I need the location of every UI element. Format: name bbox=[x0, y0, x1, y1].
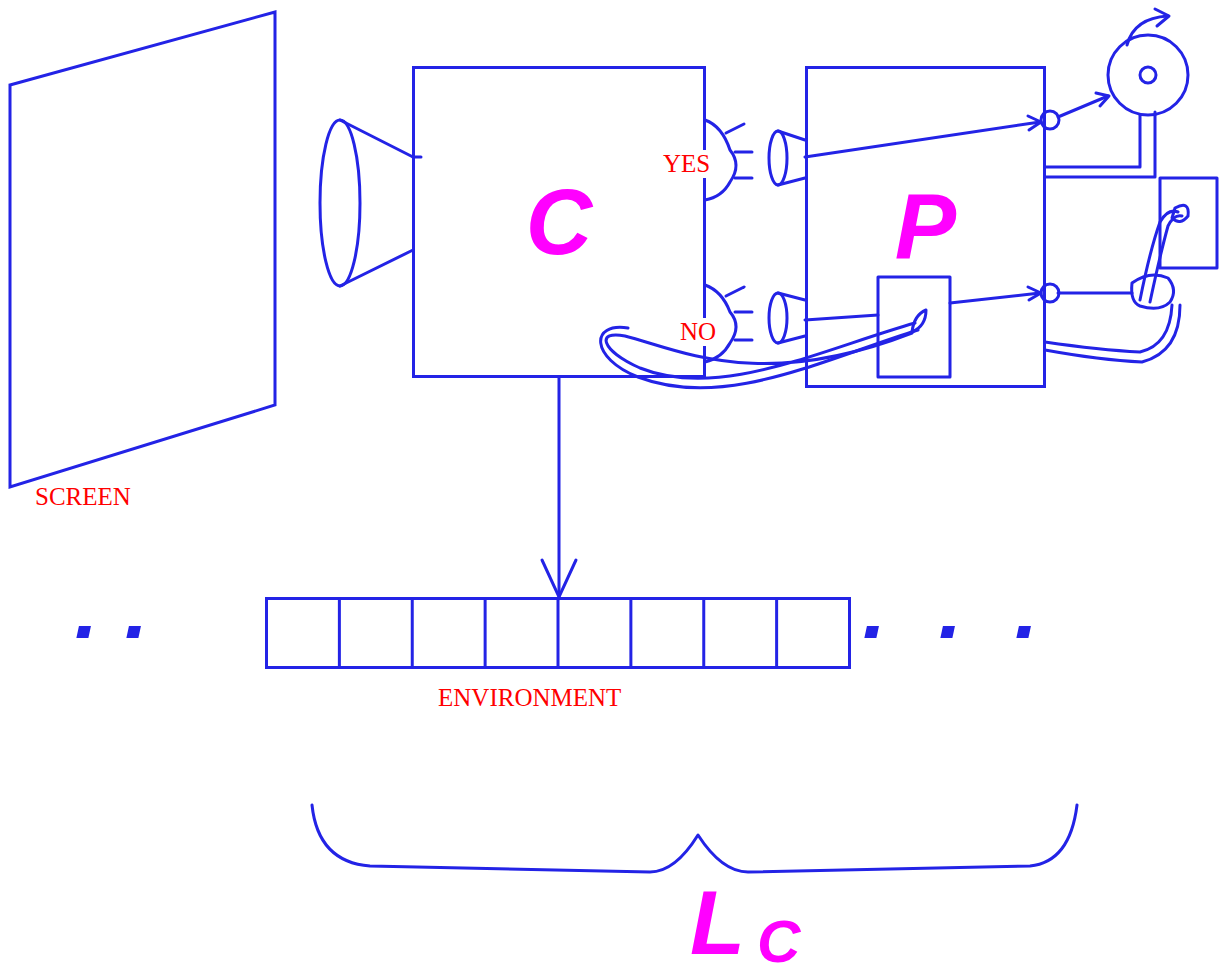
language-subscript: C bbox=[757, 912, 800, 972]
box-letter: P bbox=[895, 181, 956, 273]
box-letter: C bbox=[526, 176, 592, 268]
environment-label: ENVIRONMENT bbox=[438, 684, 621, 712]
language-symbol: L bbox=[690, 878, 745, 968]
arrow-connector bbox=[542, 378, 576, 597]
environment-tape: ENVIRONMENT bbox=[265, 597, 851, 669]
controller-box: C bbox=[412, 66, 706, 378]
no-signal: NO bbox=[679, 318, 717, 346]
processor-box: P bbox=[805, 66, 1046, 388]
screen-label: SCREEN bbox=[35, 483, 131, 511]
yes-signal: YES bbox=[662, 150, 711, 178]
screen-outline bbox=[8, 10, 280, 515]
tape-cells bbox=[265, 597, 851, 669]
screen-panel: SCREEN bbox=[8, 10, 280, 515]
